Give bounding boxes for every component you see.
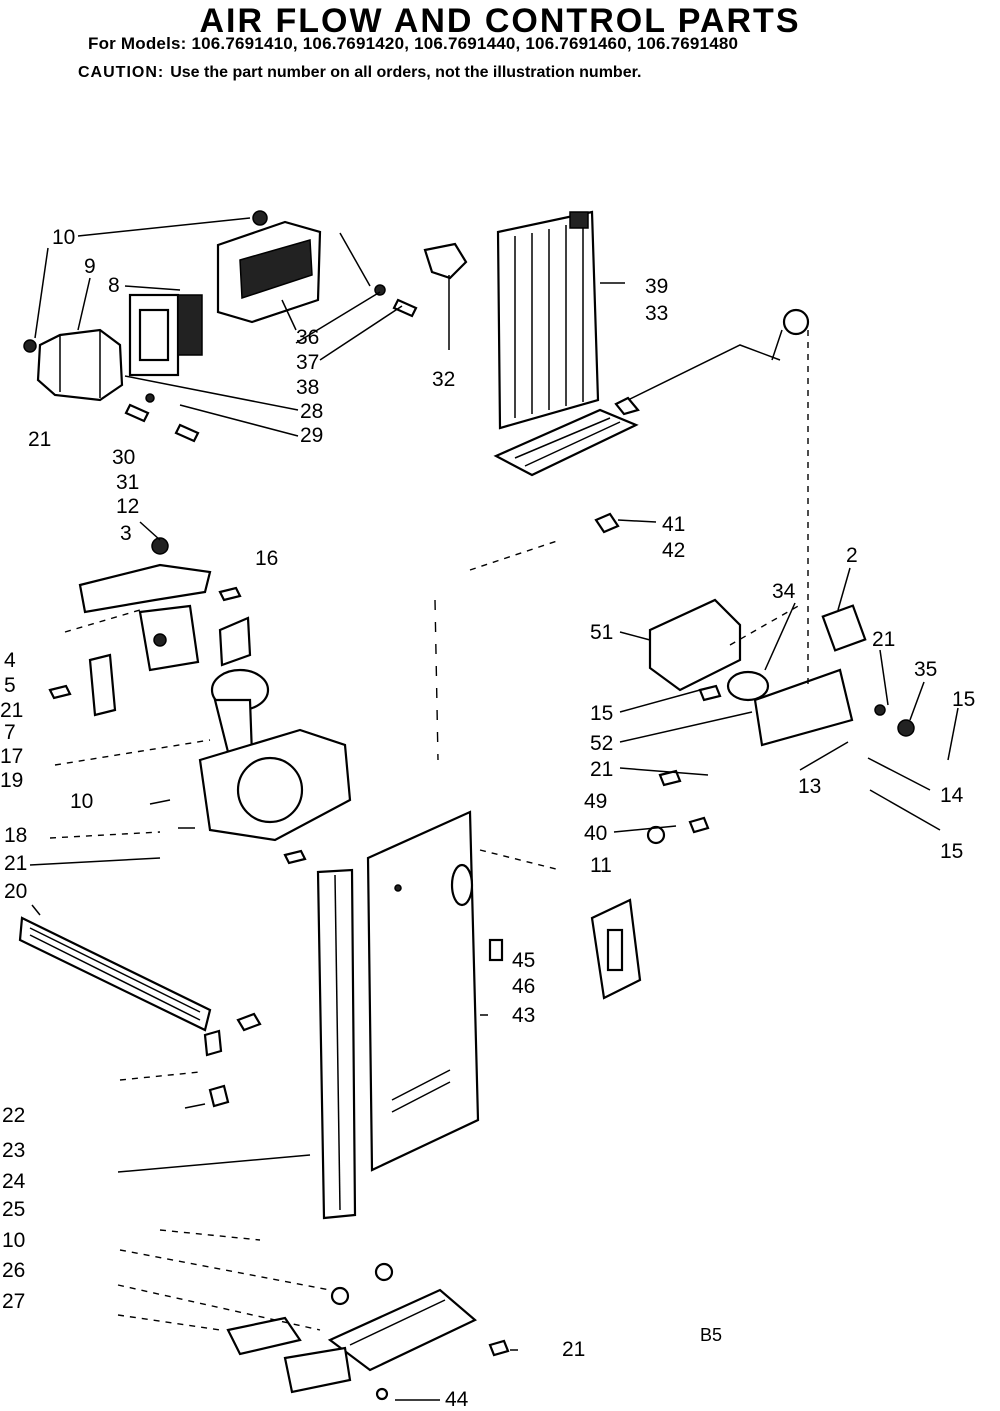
- callout-label: 30: [112, 446, 135, 469]
- callout-label: 26: [2, 1259, 25, 1282]
- clip-32: [423, 242, 468, 280]
- callout-label: 16: [255, 547, 278, 570]
- callout-label: 36: [296, 326, 319, 349]
- callout-label: 3: [120, 522, 132, 545]
- rear-panel: [366, 810, 504, 1172]
- callout-label: 19: [0, 769, 23, 792]
- callout-label: 5: [4, 674, 16, 697]
- callout-label: 44: [445, 1388, 469, 1411]
- callout-label: 21: [28, 428, 51, 451]
- model-list: For Models: 106.7691410, 106.7691420, 10…: [88, 34, 739, 53]
- callout-label: 41: [662, 513, 685, 536]
- callout-label: 45: [512, 949, 535, 972]
- grille-20: [18, 916, 262, 1108]
- control-assembly: [646, 598, 915, 845]
- callout-label: 28: [300, 400, 323, 423]
- air-damper-assembly: [23, 210, 418, 443]
- callout-label: 18: [4, 824, 27, 847]
- bottom-tray-assembly: [226, 1262, 510, 1401]
- callout-label: 15: [940, 840, 963, 863]
- caution-label: CAUTION:: [78, 64, 165, 81]
- callout-label: 46: [512, 975, 535, 998]
- callout-label: 22: [2, 1104, 25, 1127]
- callout-label: 51: [590, 621, 613, 644]
- callout-label: 35: [914, 658, 937, 681]
- callout-label: 7: [4, 721, 16, 744]
- callout-label: 15: [952, 688, 975, 711]
- callout-label: 10: [2, 1229, 25, 1252]
- callout-label: 38: [296, 376, 319, 399]
- callout-label: 21: [0, 699, 23, 722]
- callout-label: 14: [940, 784, 964, 807]
- callout-label: 2: [846, 544, 858, 567]
- callout-label: 21: [872, 628, 895, 651]
- callout-label: 17: [0, 745, 23, 768]
- callout-label: 49: [584, 790, 607, 813]
- callout-label: 25: [2, 1198, 25, 1221]
- caution-note: CAUTION: Use the part number on all order…: [78, 64, 641, 82]
- callout-label: 43: [512, 1004, 535, 1027]
- callout-label: 12: [116, 495, 139, 518]
- assembly-lines: [49, 330, 809, 1331]
- callout-label: 21: [4, 852, 27, 875]
- callout-label: 11: [590, 854, 612, 877]
- evaporator-cover: [493, 210, 810, 534]
- air-duct: [316, 868, 357, 1220]
- page-code: B5: [700, 1325, 722, 1345]
- callout-label: 15: [590, 702, 613, 725]
- callout-label: 42: [662, 539, 685, 562]
- callout-label: 10: [70, 790, 93, 813]
- callout-label: 27: [2, 1290, 25, 1313]
- callout-label: 21: [590, 758, 613, 781]
- fan-motor-assembly: [48, 537, 352, 865]
- callout-label: 9: [84, 255, 96, 278]
- diagram-title: AIR FLOW AND CONTROL PARTS: [199, 2, 801, 40]
- callout-label: 40: [584, 822, 607, 845]
- callout-label: 39: [645, 275, 668, 298]
- callout-label: 31: [116, 471, 139, 494]
- callout-label: 23: [2, 1139, 25, 1162]
- callout-label: 29: [300, 424, 323, 447]
- callout-labels: 10 9 8 36 37 38 28 29 21 30 31 12 3 16 4…: [0, 226, 975, 1411]
- callout-label: 52: [590, 732, 613, 755]
- callout-label: 21: [562, 1338, 585, 1361]
- callout-label: 34: [772, 580, 796, 603]
- callout-label: 37: [296, 351, 319, 374]
- caution-text: Use the part number on all orders, not t…: [170, 64, 642, 81]
- callout-label: 13: [798, 775, 821, 798]
- callout-label: 32: [432, 368, 455, 391]
- callout-label: 10: [52, 226, 75, 249]
- callout-label: 20: [4, 880, 27, 903]
- callout-label: 33: [645, 302, 668, 325]
- callout-label: 24: [2, 1170, 26, 1193]
- callout-label: 4: [4, 649, 16, 672]
- callout-label: 8: [108, 274, 120, 297]
- leader-lines: [29, 217, 959, 1401]
